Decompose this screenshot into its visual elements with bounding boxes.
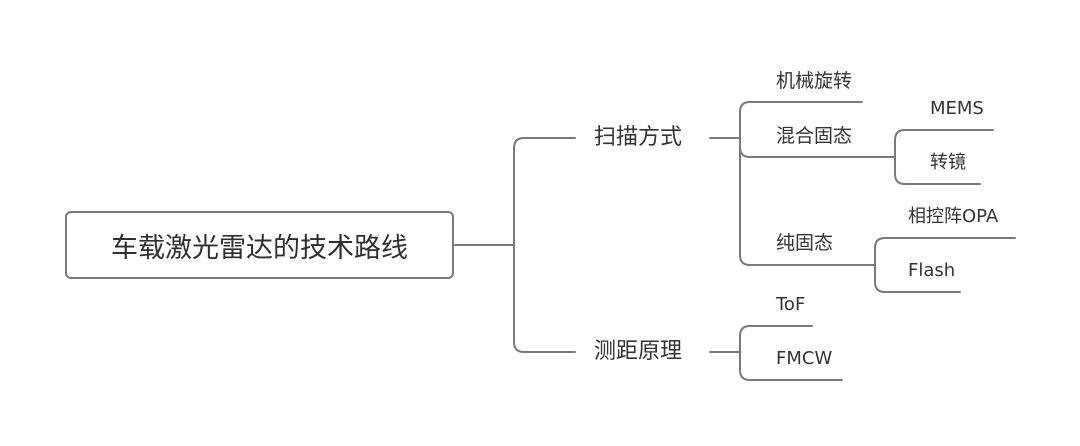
connector-ranging-fmcw [739, 351, 843, 381]
node-scan-method: 扫描方式 [594, 125, 683, 150]
node-tof: ToF [776, 294, 806, 315]
connector-hybrid-mems [894, 129, 994, 158]
node-pure-solid-state: 纯固态 [776, 232, 834, 254]
node-rotating-mirror: 转镜 [930, 152, 966, 173]
node-ranging-principle: 测距原理 [594, 339, 683, 364]
connector-solid-flash [874, 264, 961, 293]
connector-scan-mechanical [739, 101, 863, 139]
node-hybrid-solid-state: 混合固态 [776, 125, 853, 147]
connector-solid-opa [874, 237, 1016, 266]
connector-hybrid-mirror [894, 156, 981, 185]
node-mechanical-rotation: 机械旋转 [776, 70, 853, 92]
connector-scan-solid [739, 137, 876, 266]
node-flash: Flash [908, 260, 956, 281]
connector-root-ranging [513, 244, 576, 353]
root-node: 车载激光雷达的技术路线 [65, 211, 454, 279]
node-fmcw: FMCW [776, 348, 833, 369]
node-mems: MEMS [930, 98, 984, 119]
root-label: 车载激光雷达的技术路线 [111, 232, 408, 263]
connector-root-scan [513, 137, 576, 246]
node-opa: 相控阵OPA [908, 206, 999, 227]
connector-ranging-tof [739, 325, 813, 353]
